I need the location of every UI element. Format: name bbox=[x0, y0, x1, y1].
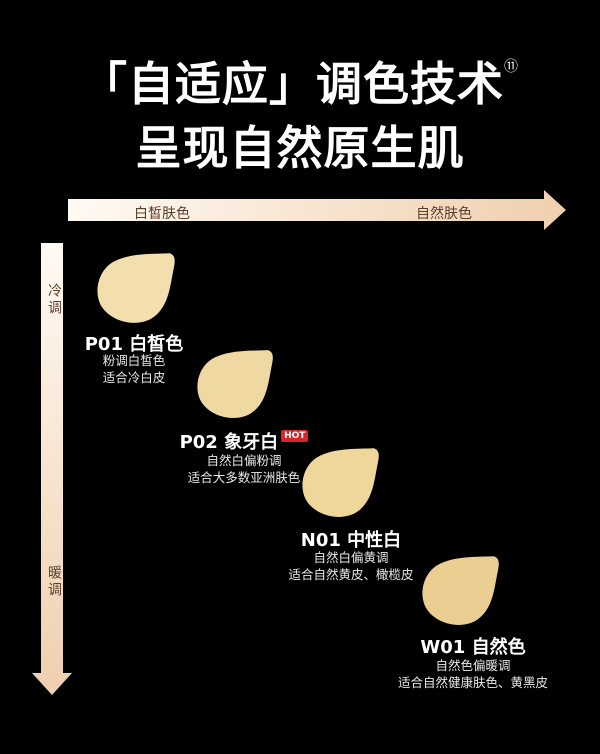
skin-tone-arrow-horizontal bbox=[68, 190, 566, 230]
shade-n01-desc-line2: 适合自然黄皮、橄榄皮 bbox=[288, 567, 414, 582]
swatch-blob bbox=[197, 350, 273, 419]
shade-w01-swatch bbox=[422, 556, 499, 625]
swatch-blob bbox=[422, 556, 499, 625]
shade-p02-desc-line2: 适合大多数亚洲肤色 bbox=[187, 470, 301, 485]
shade-p01-desc-line1: 粉调白皙色 bbox=[102, 353, 166, 368]
shade-p01-swatch bbox=[97, 253, 175, 323]
shade-w01-desc-line2: 适合自然健康肤色、黄黑皮 bbox=[397, 675, 548, 690]
swatch-blob bbox=[302, 448, 379, 517]
shade-p01-desc-line2: 适合冷白皮 bbox=[102, 370, 166, 385]
shade-p01-name: P01 白皙色 bbox=[84, 334, 184, 355]
shade-p02-desc: 自然白偏粉调 适合大多数亚洲肤色 bbox=[164, 452, 324, 486]
headline-line-2: 呈现自然原生肌 bbox=[135, 121, 465, 175]
shade-p01-desc: 粉调白皙色 适合冷白皮 bbox=[84, 352, 184, 386]
shade-n01-desc: 自然白偏黄调 适合自然黄皮、橄榄皮 bbox=[266, 549, 436, 583]
shade-n01-name: N01 中性白 bbox=[300, 530, 402, 551]
horizontal-start-label: 白皙肤色 bbox=[134, 206, 190, 222]
vertical-top-label: 冷调 bbox=[46, 283, 62, 317]
shade-p02-code: P02 象牙白 bbox=[179, 432, 279, 453]
swatch-blob bbox=[97, 253, 175, 323]
shade-w01-name: W01 自然色 bbox=[420, 637, 526, 658]
footnote-marker: ⑪ bbox=[504, 59, 519, 75]
headline-line-1: 「自适应」调色技术⑪ bbox=[0, 48, 600, 114]
hot-badge: HOT bbox=[281, 430, 309, 442]
shade-p02-desc-line1: 自然白偏粉调 bbox=[206, 453, 282, 468]
shade-p02-swatch bbox=[197, 350, 273, 419]
horizontal-end-label: 自然肤色 bbox=[416, 206, 472, 222]
shade-w01-desc: 自然色偏暖调 适合自然健康肤色、黄黑皮 bbox=[380, 657, 566, 691]
shade-n01-swatch bbox=[302, 448, 379, 517]
shade-w01-desc-line1: 自然色偏暖调 bbox=[435, 658, 511, 673]
shade-n01-desc-line1: 自然白偏黄调 bbox=[313, 550, 389, 565]
tone-arrow-vertical bbox=[32, 243, 72, 695]
headline-text: 「自适应」调色技术 bbox=[81, 57, 504, 111]
vertical-bottom-label: 暖调 bbox=[46, 565, 62, 599]
